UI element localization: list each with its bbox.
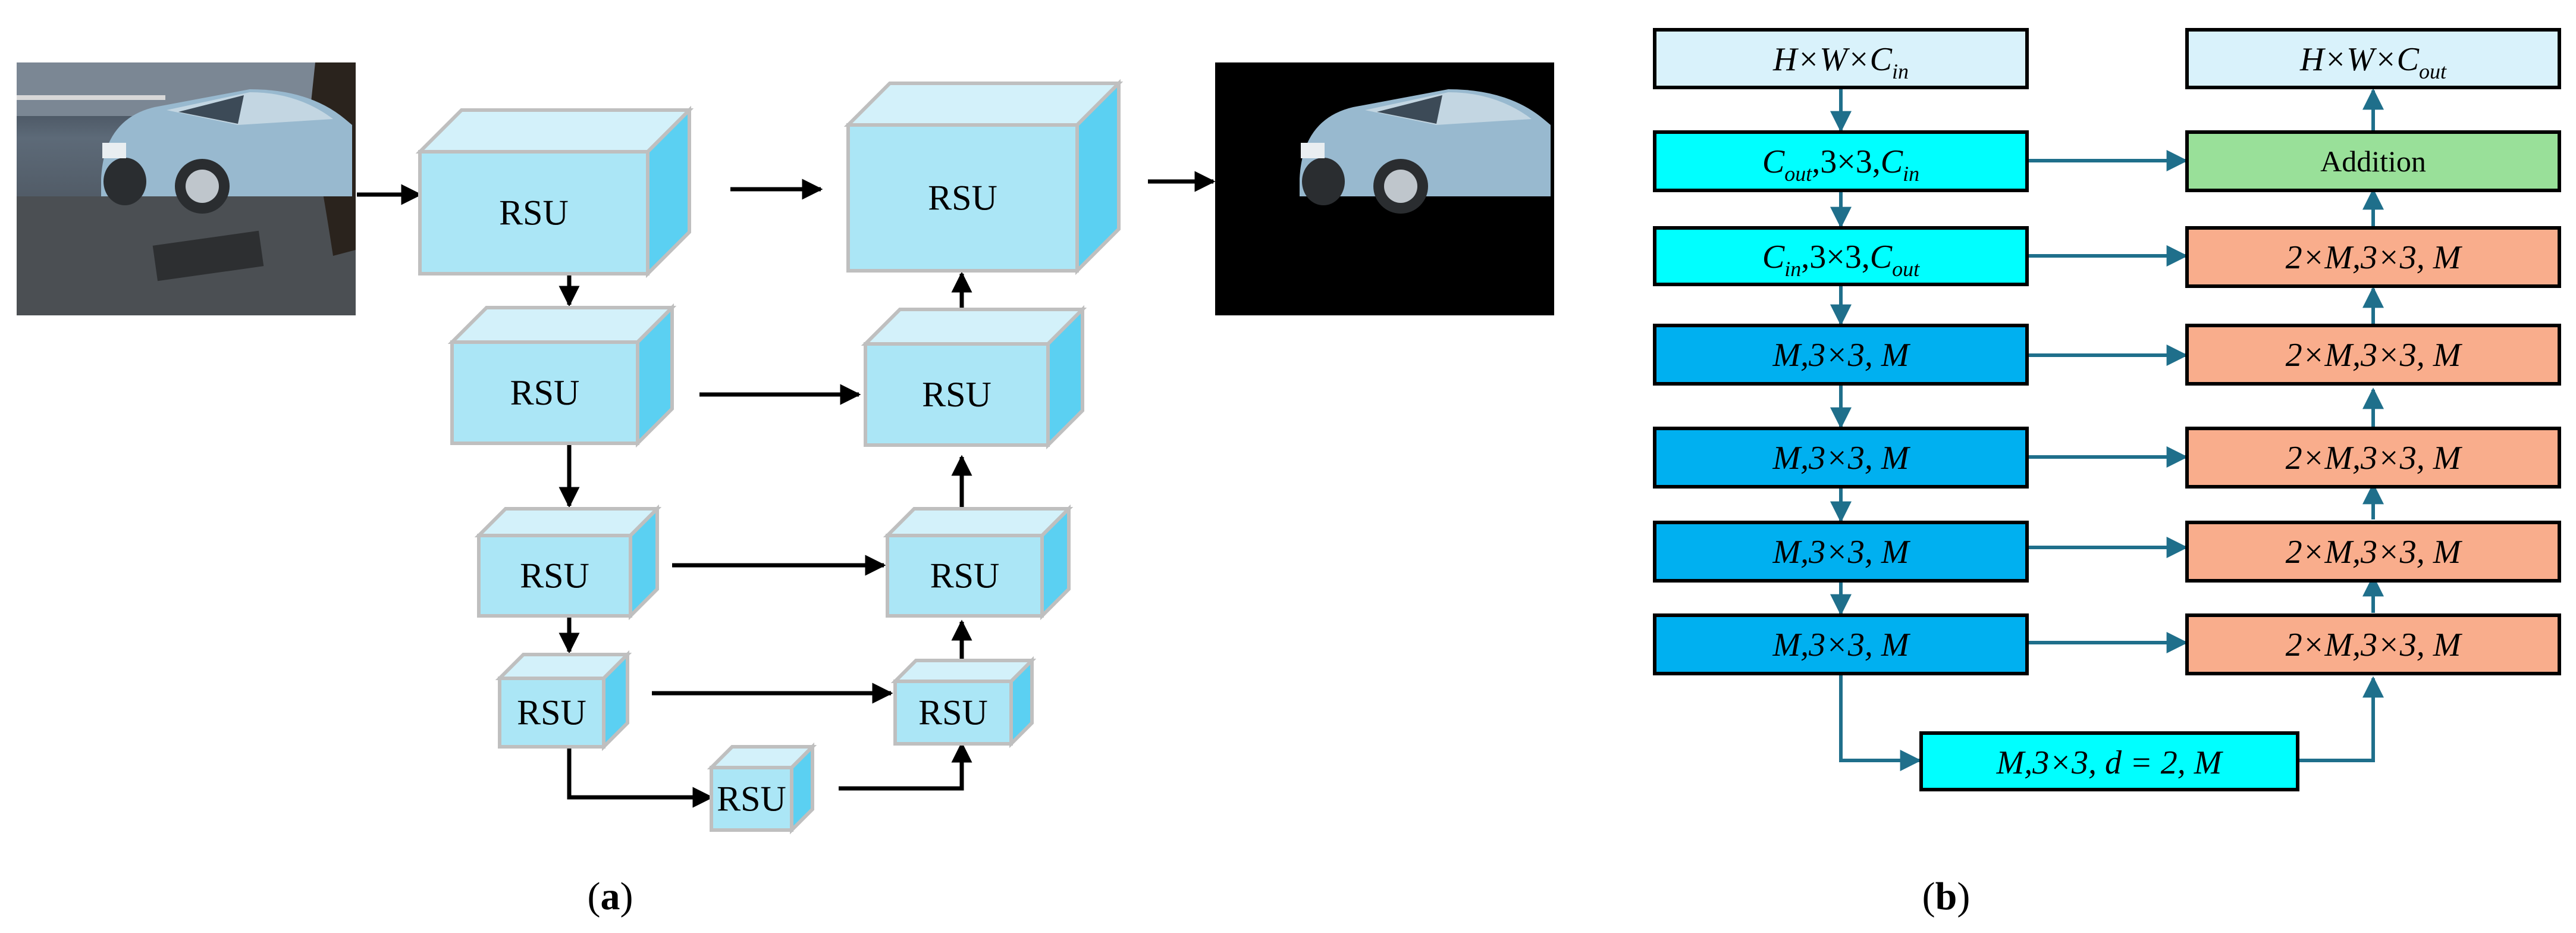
panel-a-arrows	[357, 171, 1216, 808]
panel-a-caption: (a)	[588, 875, 633, 918]
encoder-m-block-3-label: M,3×3, M	[1772, 534, 1910, 571]
rsu-block-1: RSU	[415, 105, 694, 278]
rsu-block-front-face	[450, 340, 639, 445]
rsu-block-label: RSU	[918, 693, 988, 732]
decoder-block-4-label: 2×M,3×3, M	[2286, 534, 2463, 571]
decoder-block-3-label: 2×M,3×3, M	[2286, 440, 2463, 477]
decoder-block-1-label: 2×M,3×3, M	[2286, 239, 2463, 276]
addition-box	[2185, 130, 2561, 192]
rsu-block-9: RSU	[843, 79, 1124, 275]
encoder-conv-2	[1653, 226, 2029, 286]
output-dims-box	[2185, 28, 2561, 89]
rsu-block-front-face	[893, 680, 1013, 746]
output-dims-label: H×W×Cout	[2299, 41, 2447, 83]
encoder-m-block-4-label: M,3×3, M	[1772, 627, 1910, 663]
encoder-m-block-2-label: M,3×3, M	[1772, 440, 1910, 477]
rsu-block-label: RSU	[517, 693, 586, 732]
rsu-block-top-face	[861, 308, 1087, 346]
rsu-block-front-face	[864, 342, 1050, 447]
rsu-block-7: RSU	[883, 504, 1074, 621]
rsu-block-label: RSU	[930, 556, 1000, 596]
rsu-block-5: RSU	[707, 742, 817, 835]
rsu-block-2: RSU	[447, 303, 677, 448]
addition-label: Addition	[2320, 145, 2426, 178]
rsu-block-label: RSU	[717, 779, 786, 819]
decoder-block-3	[2185, 427, 2561, 489]
decoder-block-1	[2185, 226, 2561, 288]
rsu-blocks: RSU RSU RSU RSU RSU RSU RSU RSU RSU	[415, 79, 1124, 835]
rsu-block-top-face	[415, 108, 694, 154]
encoder-m-blocks: M,3×3, M M,3×3, M M,3×3, M M,3×3, M	[1653, 324, 2029, 675]
rsu-block-8: RSU	[861, 305, 1087, 450]
input-car-photo	[17, 62, 356, 315]
arrow-rsu5-to-rsu6	[839, 741, 972, 791]
decoder-block-2-label: 2×M,3×3, M	[2286, 337, 2463, 374]
rsu-block-front-face	[846, 123, 1079, 273]
bottom-dilated-conv	[1919, 731, 2299, 791]
rsu-block-6: RSU	[890, 656, 1037, 749]
rsu-block-front-face	[498, 677, 605, 749]
encoder-m-block-3	[1653, 521, 2029, 583]
input-dims-box	[1653, 28, 2029, 89]
encoder-conv-1-label: Cout,3×3,Cin	[1762, 143, 1919, 186]
encoder-conv-2-label: Cin,3×3,Cout	[1762, 239, 1920, 281]
rsu-block-front-face	[886, 534, 1044, 618]
decoder-blocks: 2×M,3×3, M 2×M,3×3, M 2×M,3×3, M 2×M,3×3, M…	[2185, 226, 2561, 675]
encoder-m-block-4	[1653, 613, 2029, 675]
rsu-block-top-face	[890, 659, 1037, 683]
input-dims-label: H×W×Cin	[1772, 41, 1909, 83]
rsu-block-3: RSU	[474, 504, 662, 621]
rsu-block-top-face	[843, 82, 1124, 127]
rsu-block-label: RSU	[510, 373, 580, 412]
panel-b-arrows	[1830, 87, 2384, 771]
encoder-m-block-2	[1653, 427, 2029, 489]
encoder-m-block-1	[1653, 324, 2029, 386]
rsu-block-top-face	[474, 507, 662, 537]
panel-b: H×W×Cin Cout,3×3,Cin Cin,3×3,Cout M,3×3,…	[1653, 28, 2561, 918]
bottom-dilated-conv-label: M,3×3, d = 2, M	[1996, 744, 2224, 781]
decoder-block-5-label: 2×M,3×3, M	[2286, 627, 2463, 663]
encoder-conv-1	[1653, 130, 2029, 192]
rsu-block-front-face	[710, 766, 793, 832]
panel-b-caption: (b)	[1922, 875, 1971, 918]
panel-a: RSU RSU RSU RSU RSU RSU RSU RSU RSU (a)	[17, 62, 1554, 918]
rsu-block-label: RSU	[520, 556, 589, 596]
rsu-block-label: RSU	[499, 193, 569, 233]
rsu-block-label: RSU	[928, 179, 997, 218]
output-mask-image	[1215, 62, 1554, 315]
rsu-block-front-face	[418, 150, 650, 275]
rsu-block-top-face	[883, 507, 1074, 537]
decoder-block-2	[2185, 324, 2561, 386]
rsu-block-top-face	[447, 306, 677, 344]
decoder-block-4	[2185, 521, 2561, 583]
encoder-m-block-1-label: M,3×3, M	[1772, 337, 1910, 374]
decoder-block-5	[2185, 613, 2561, 675]
rsu-block-label: RSU	[922, 375, 992, 414]
arrow-rsu4-to-rsu5	[567, 747, 714, 808]
rsu-block-front-face	[477, 534, 632, 618]
rsu-block-4: RSU	[495, 650, 632, 752]
